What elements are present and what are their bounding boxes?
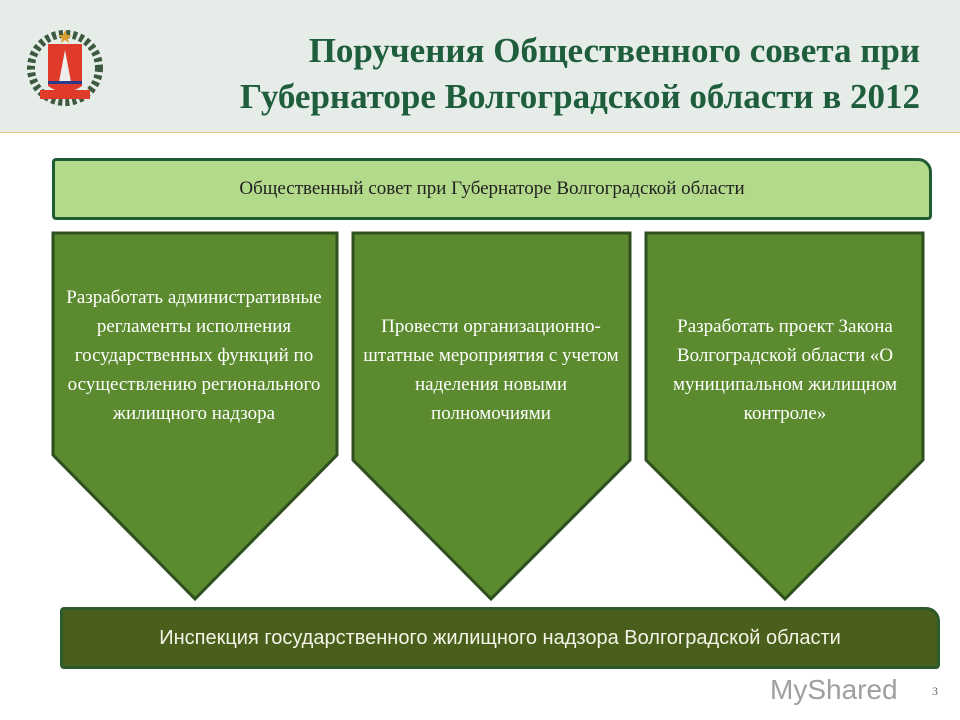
task-arrow-2 xyxy=(351,231,632,602)
council-box: Общественный совет при Губернаторе Волго… xyxy=(52,158,932,220)
title-line-1: Поручения Общественного совета при xyxy=(308,31,920,70)
task-text-1: Разработать административные регламенты … xyxy=(66,287,322,424)
page-number: 3 xyxy=(932,684,938,698)
inspection-box: Инспекция государственного жилищного над… xyxy=(60,607,940,669)
coat-of-arms-logo xyxy=(27,30,103,106)
task-text-2: Провести организационно-штатные мероприя… xyxy=(363,316,619,424)
title-line-2: Губернаторе Волгоградской области в 2012 xyxy=(239,77,920,116)
watermark: MyShared xyxy=(770,674,898,705)
task-text-3: Разработать проект Закона Волгоградской … xyxy=(672,316,898,424)
task-arrow-1 xyxy=(51,231,339,602)
task-arrow-3 xyxy=(644,231,925,602)
page-title: Поручения Общественного совета при Губер… xyxy=(240,28,920,120)
slide-header: Поручения Общественного совета при Губер… xyxy=(0,0,960,133)
